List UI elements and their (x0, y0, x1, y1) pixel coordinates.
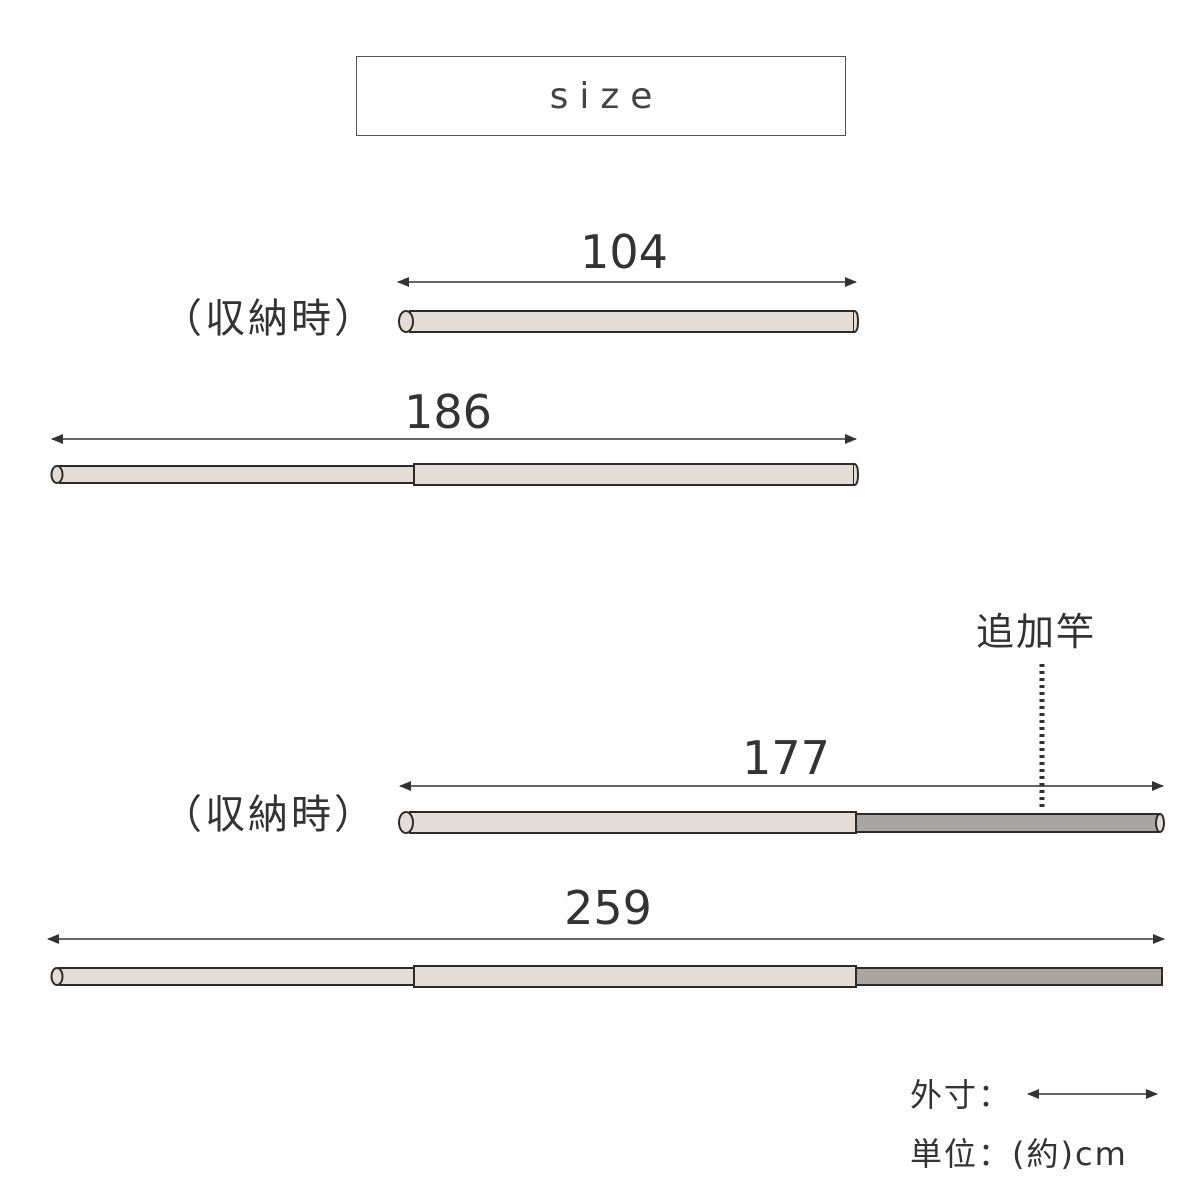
storage-label-1: （収納時） (162, 296, 377, 342)
title-box: size (356, 56, 846, 136)
legend-outer-label: 外寸： (910, 1076, 1012, 1114)
pole-extended-with-extra (50, 965, 1163, 988)
dimension-label-259: 259 (564, 881, 652, 935)
dimension-label-104: 104 (580, 225, 668, 279)
pole-extended-standard (50, 463, 860, 486)
pole-stored-standard (398, 310, 860, 333)
storage-label-2: （収納時） (162, 792, 377, 838)
extra-pole-label: 追加竿 (976, 610, 1096, 654)
pole-stored-with-extra (398, 811, 1165, 834)
dimension-label-186: 186 (404, 385, 492, 439)
page-title: size (549, 75, 664, 117)
legend-unit-label: 単位：(約)cm (910, 1135, 1128, 1173)
dimension-label-177: 177 (742, 731, 830, 785)
